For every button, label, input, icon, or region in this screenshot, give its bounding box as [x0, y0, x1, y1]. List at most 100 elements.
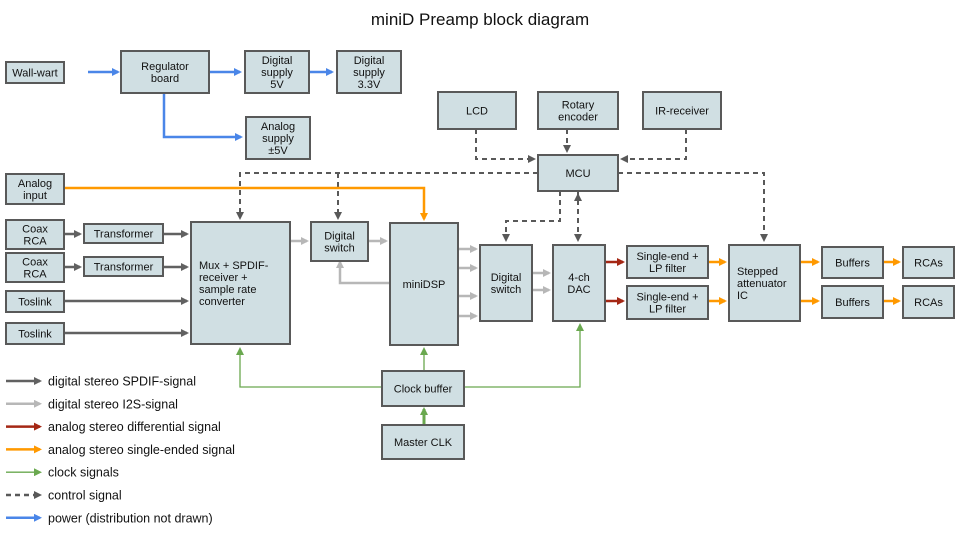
block-label: attenuator — [737, 278, 787, 290]
block-label: IC — [737, 290, 748, 302]
block-label: LCD — [466, 106, 488, 118]
control-mcu-atten — [618, 172, 768, 242]
block-mcu: MCU — [537, 154, 619, 192]
block-frame — [626, 285, 709, 320]
block-frame — [902, 246, 955, 279]
block-mux-spdif-receiver: Mux + SPDIF-receiver +sample rateconvert… — [190, 221, 291, 345]
block-frame — [479, 244, 533, 322]
block-label: DAC — [567, 284, 590, 296]
block-frame — [381, 370, 465, 407]
block-label: encoder — [558, 112, 598, 124]
block-label: 4-ch — [568, 272, 589, 284]
block-label: Toslink — [18, 329, 52, 341]
power-regulator-analog — [162, 93, 243, 141]
control-lcd-mcu — [475, 129, 536, 163]
block-label: Toslink — [18, 297, 52, 309]
block-frame — [5, 252, 65, 283]
legend-label: analog stereo differential signal — [48, 420, 221, 434]
legend-label: digital stereo I2S-signal — [48, 397, 178, 411]
block-frame — [642, 91, 722, 130]
block-frame — [537, 91, 619, 130]
block-frame — [244, 50, 310, 94]
block-single-end-filter-2: Single-end +LP filter — [626, 285, 709, 320]
block-label: Master CLK — [394, 437, 453, 449]
legend-label: digital stereo SPDIF-signal — [48, 375, 196, 389]
block-rcas-2: RCAs — [902, 285, 955, 319]
block-frame — [190, 221, 291, 345]
block-frame — [120, 50, 210, 94]
block-label: Regulator — [141, 61, 189, 73]
block-frame — [336, 50, 402, 94]
block-label: Stepped — [737, 266, 778, 278]
clock-clkbuf-dac — [464, 323, 584, 388]
block-label: ±5V — [268, 145, 288, 157]
i2s-minidsp-dswitch1 — [336, 260, 390, 285]
block-lcd: LCD — [437, 91, 517, 130]
block-label: Analog — [18, 178, 52, 190]
block-label: board — [151, 73, 179, 85]
legend-label: control signal — [48, 489, 122, 503]
block-label: Digital — [262, 55, 293, 67]
legend-label: power (distribution not drawn) — [48, 511, 213, 525]
block-toslink-2: Toslink — [5, 322, 65, 345]
block-label: switch — [491, 284, 522, 296]
block-label: Digital — [324, 231, 355, 243]
block-frame — [310, 221, 369, 262]
block-frame — [5, 219, 65, 250]
block-label: RCAs — [914, 258, 943, 270]
block-label: supply — [262, 133, 294, 145]
block-label: Transformer — [94, 262, 154, 274]
block-frame — [5, 61, 65, 84]
block-label: Mux + SPDIF- — [199, 260, 269, 272]
block-label: Analog — [261, 121, 295, 133]
block-label: RCAs — [914, 297, 943, 309]
block-label: Coax — [22, 257, 48, 269]
block-label: Wall-wart — [12, 68, 57, 80]
block-label: Single-end + — [636, 292, 698, 304]
diagram-title: miniD Preamp block diagram — [371, 10, 589, 29]
block-label: Digital — [354, 55, 385, 67]
block-label: RCA — [23, 269, 47, 281]
block-transformer-2: Transformer — [83, 256, 164, 277]
block-label: receiver + — [199, 272, 248, 284]
analog-input-minidsp — [64, 186, 428, 221]
block-rcas-1: RCAs — [902, 246, 955, 279]
block-frame — [5, 173, 65, 205]
block-frame — [626, 245, 709, 279]
block-label: Coax — [22, 224, 48, 236]
block-label: Digital — [491, 272, 522, 284]
block-buffers-2: Buffers — [821, 285, 884, 319]
block-frame — [389, 222, 459, 346]
block-frame — [728, 244, 801, 322]
block-label: Clock buffer — [394, 384, 453, 396]
block-label: IR-receiver — [655, 106, 709, 118]
block-frame — [821, 285, 884, 319]
block-label: Transformer — [94, 229, 154, 241]
block-label: RCA — [23, 236, 47, 248]
block-buffers-1: Buffers — [821, 246, 884, 279]
block-minidsp: miniDSP — [389, 222, 459, 346]
block-label: LP filter — [649, 263, 686, 275]
block-label: 3.3V — [358, 79, 381, 91]
clock-clkbuf-mux — [236, 347, 382, 388]
block-frame — [902, 285, 955, 319]
block-frame — [83, 256, 164, 277]
block-label: MCU — [565, 168, 590, 180]
block-label: Single-end + — [636, 251, 698, 263]
block-frame — [381, 424, 465, 460]
block-label: Rotary — [562, 100, 595, 112]
block-single-end-filter-1: Single-end +LP filter — [626, 245, 709, 279]
block-frame — [821, 246, 884, 279]
block-toslink-1: Toslink — [5, 290, 65, 313]
